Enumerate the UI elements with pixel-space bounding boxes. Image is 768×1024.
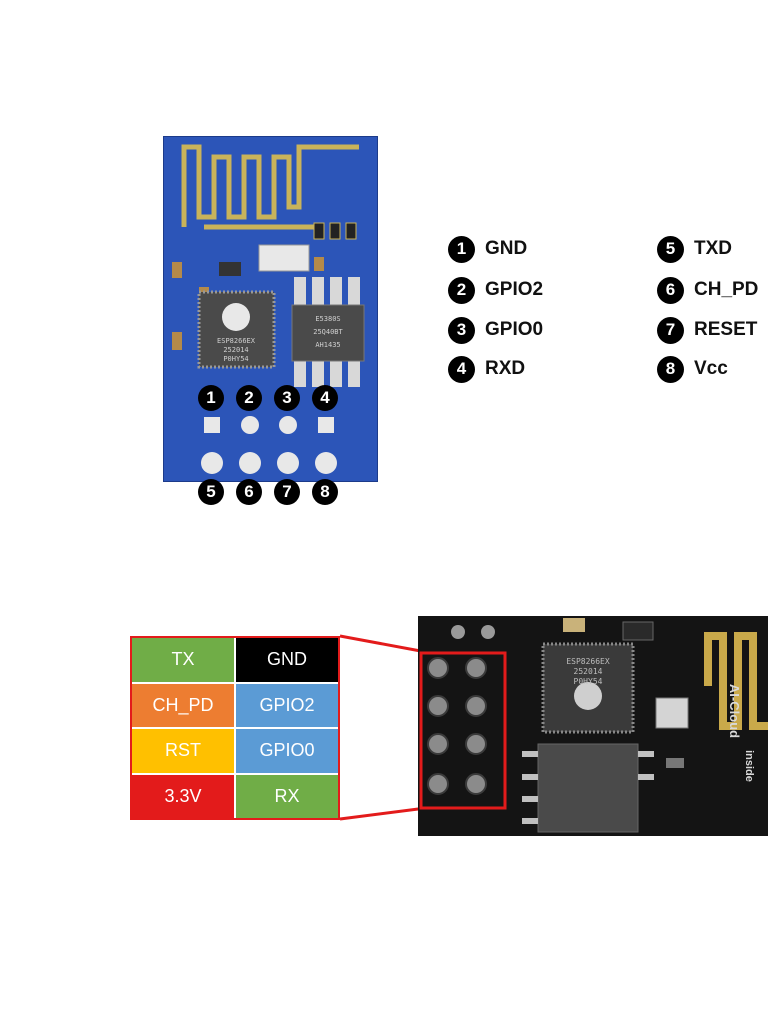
pin-number-5: 5 xyxy=(198,479,224,505)
pin-number-8: 8 xyxy=(312,479,338,505)
pin-cell-gpio2: GPIO2 xyxy=(236,683,338,727)
flash-chip-text-3: AH1435 xyxy=(315,341,340,349)
flash-chip-text-1: E5380S xyxy=(315,315,340,323)
callout-line-bottom xyxy=(339,806,427,821)
pin-number-4: 4 xyxy=(312,385,338,411)
photo-chip-text-1: ESP8266EX xyxy=(566,657,610,666)
photo-side-text-1: AI-Cloud xyxy=(727,684,742,738)
callout-line-top xyxy=(339,634,427,654)
pad-6 xyxy=(239,452,261,474)
legend-item-1: 1 GND xyxy=(448,234,527,264)
photo-flash-chip xyxy=(537,743,639,833)
photo-esp-chip: ESP8266EX 252014 P0HY54 xyxy=(541,642,635,734)
legend-item-7: 7 RESET xyxy=(657,315,757,345)
pad-5 xyxy=(201,452,223,474)
pin-number-7: 7 xyxy=(274,479,300,505)
legend-label: RESET xyxy=(694,319,758,340)
legend-number: 8 xyxy=(657,355,684,383)
legend-label: CH_PD xyxy=(694,279,759,300)
pin-number-6: 6 xyxy=(236,479,262,505)
pad-square-4 xyxy=(318,417,334,433)
main-chip-text-1: ESP8266EX xyxy=(217,337,256,345)
legend-item-2: 2 GPIO2 xyxy=(448,275,543,305)
legend-label: GND xyxy=(485,238,528,259)
legend-number: 1 xyxy=(448,235,475,263)
callout-lines xyxy=(339,634,427,821)
pad-8 xyxy=(315,452,337,474)
pad-square-1 xyxy=(204,417,220,433)
pin-cell-gnd: GND xyxy=(236,638,338,682)
pad-3 xyxy=(279,416,297,434)
legend-label: TXD xyxy=(694,238,732,259)
pin-cell-tx: TX xyxy=(132,638,234,682)
board-artwork: ESP8266EX 252014 P0HY54 E5380S 25Q40BT A… xyxy=(172,144,365,474)
pin-number-2: 2 xyxy=(236,385,262,411)
header-pins xyxy=(427,657,487,795)
photo-antenna xyxy=(704,632,768,730)
pin-cell-ch-pd: CH_PD xyxy=(132,683,234,727)
esp01-board-top-view: ESP8266EX 252014 P0HY54 E5380S 25Q40BT A… xyxy=(163,136,378,482)
legend-label: GPIO2 xyxy=(485,279,544,300)
pin-cell-rx: RX xyxy=(236,774,338,818)
main-chip-text-2: 252014 xyxy=(223,346,248,354)
pin-pads xyxy=(201,416,337,474)
legend-item-4: 4 RXD xyxy=(448,354,525,384)
legend-label: RXD xyxy=(485,358,526,379)
flash-chip-text-2: 25Q40BT xyxy=(313,328,343,336)
pin-cell-gpio0: GPIO0 xyxy=(236,729,338,773)
legend-number: 6 xyxy=(657,276,684,304)
antenna-trace xyxy=(181,144,359,227)
crystal xyxy=(258,244,310,272)
esp01-board-photo: ESP8266EX 252014 P0HY54 AI-Cloud inside xyxy=(418,616,768,836)
pin-cell-rst: RST xyxy=(132,729,234,773)
legend-number: 5 xyxy=(657,235,684,263)
legend-label: Vcc xyxy=(694,358,728,379)
photo-chip-text-3: P0HY54 xyxy=(574,677,603,686)
main-chip-text-3: P0HY54 xyxy=(223,355,248,363)
header-highlight-box xyxy=(419,651,507,810)
pin-number-3: 3 xyxy=(274,385,300,411)
photo-artwork: ESP8266EX 252014 P0HY54 AI-Cloud inside xyxy=(419,618,768,833)
legend-item-5: 5 TXD xyxy=(657,234,732,264)
pin-number-1: 1 xyxy=(198,385,224,411)
photo-chip-text-2: 252014 xyxy=(574,667,603,676)
esp8266-chip: ESP8266EX 252014 P0HY54 xyxy=(197,290,276,369)
legend-number: 7 xyxy=(657,316,684,344)
pin-cell-3-3v: 3.3V xyxy=(132,774,234,818)
legend-item-3: 3 GPIO0 xyxy=(448,315,543,345)
pad-2 xyxy=(241,416,259,434)
pad-7 xyxy=(277,452,299,474)
photo-side-text-2: inside xyxy=(743,750,755,782)
legend-item-6: 6 CH_PD xyxy=(657,275,758,305)
legend-number: 2 xyxy=(448,276,475,304)
flash-chip: E5380S 25Q40BT AH1435 xyxy=(291,304,365,362)
legend-label: GPIO0 xyxy=(485,319,544,340)
legend-item-8: 8 Vcc xyxy=(657,354,728,384)
legend-number: 4 xyxy=(448,355,475,383)
legend-number: 3 xyxy=(448,316,475,344)
